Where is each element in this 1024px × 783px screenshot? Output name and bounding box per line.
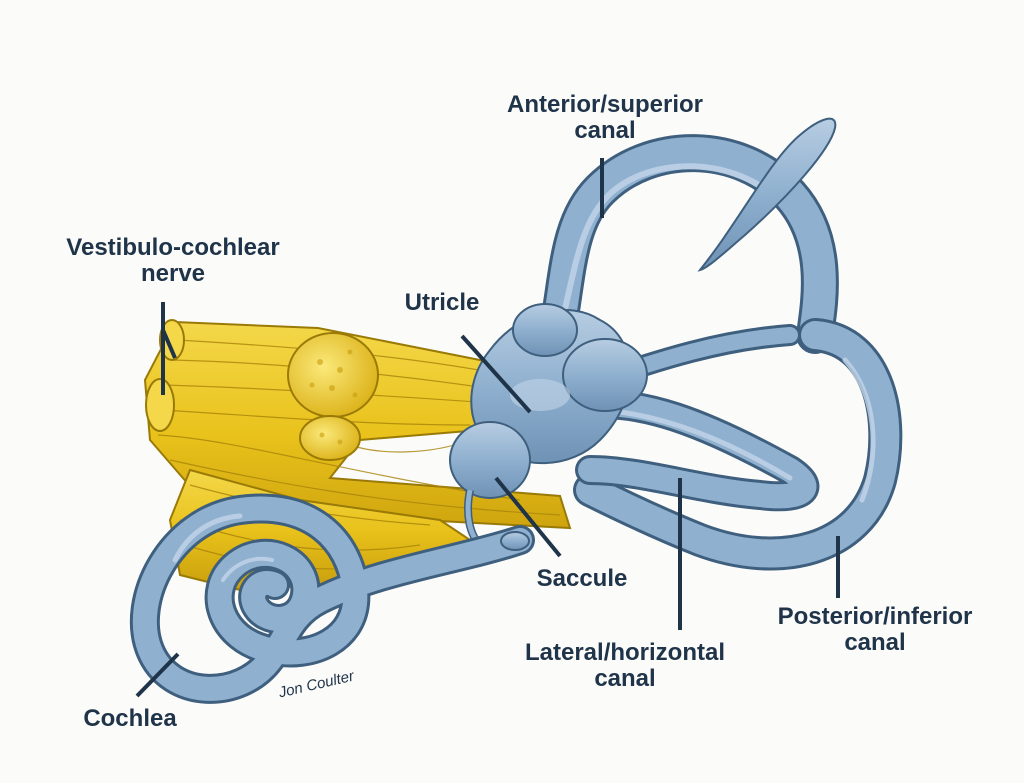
leader-saccule	[494, 476, 562, 558]
leader-lines	[135, 158, 840, 698]
leader-cochlea	[135, 652, 180, 698]
semicircular-canals	[529, 134, 903, 571]
label-line: canal	[574, 117, 636, 144]
label-anterior-superior-canal: Anterior/superior canal	[490, 92, 720, 144]
vestibule	[449, 303, 648, 499]
label-line: canal	[844, 629, 906, 656]
label-posterior-inferior-canal: Posterior/inferior canal	[760, 604, 990, 656]
label-line: Posterior/inferior	[777, 603, 973, 630]
ampulla	[562, 338, 648, 412]
label-line: canal	[594, 665, 656, 692]
label-line: Vestibulo-cochlear	[66, 234, 280, 261]
leader-utricle	[460, 334, 532, 414]
label-lateral-horizontal-canal: Lateral/horizontal canal	[500, 640, 750, 692]
label-line: Lateral/horizontal	[524, 639, 726, 666]
leader-vestibulo	[161, 302, 177, 395]
label-line: Anterior/superior	[506, 91, 704, 118]
label-cochlea: Cochlea	[70, 706, 190, 732]
vestibular-ganglion	[287, 332, 379, 461]
label-line: nerve	[140, 260, 206, 287]
label-line: Utricle	[404, 289, 480, 316]
label-saccule: Saccule	[522, 566, 642, 592]
label-utricle: Utricle	[392, 290, 492, 316]
label-line: Saccule	[536, 565, 628, 592]
cochlea-spiral	[129, 493, 535, 704]
endolymphatic-sac	[697, 117, 837, 272]
label-line: Cochlea	[83, 705, 177, 732]
saccule-body	[449, 421, 531, 499]
ampulla	[512, 303, 578, 357]
label-vestibulo-cochlear-nerve: Vestibulo-cochlear nerve	[48, 235, 298, 287]
